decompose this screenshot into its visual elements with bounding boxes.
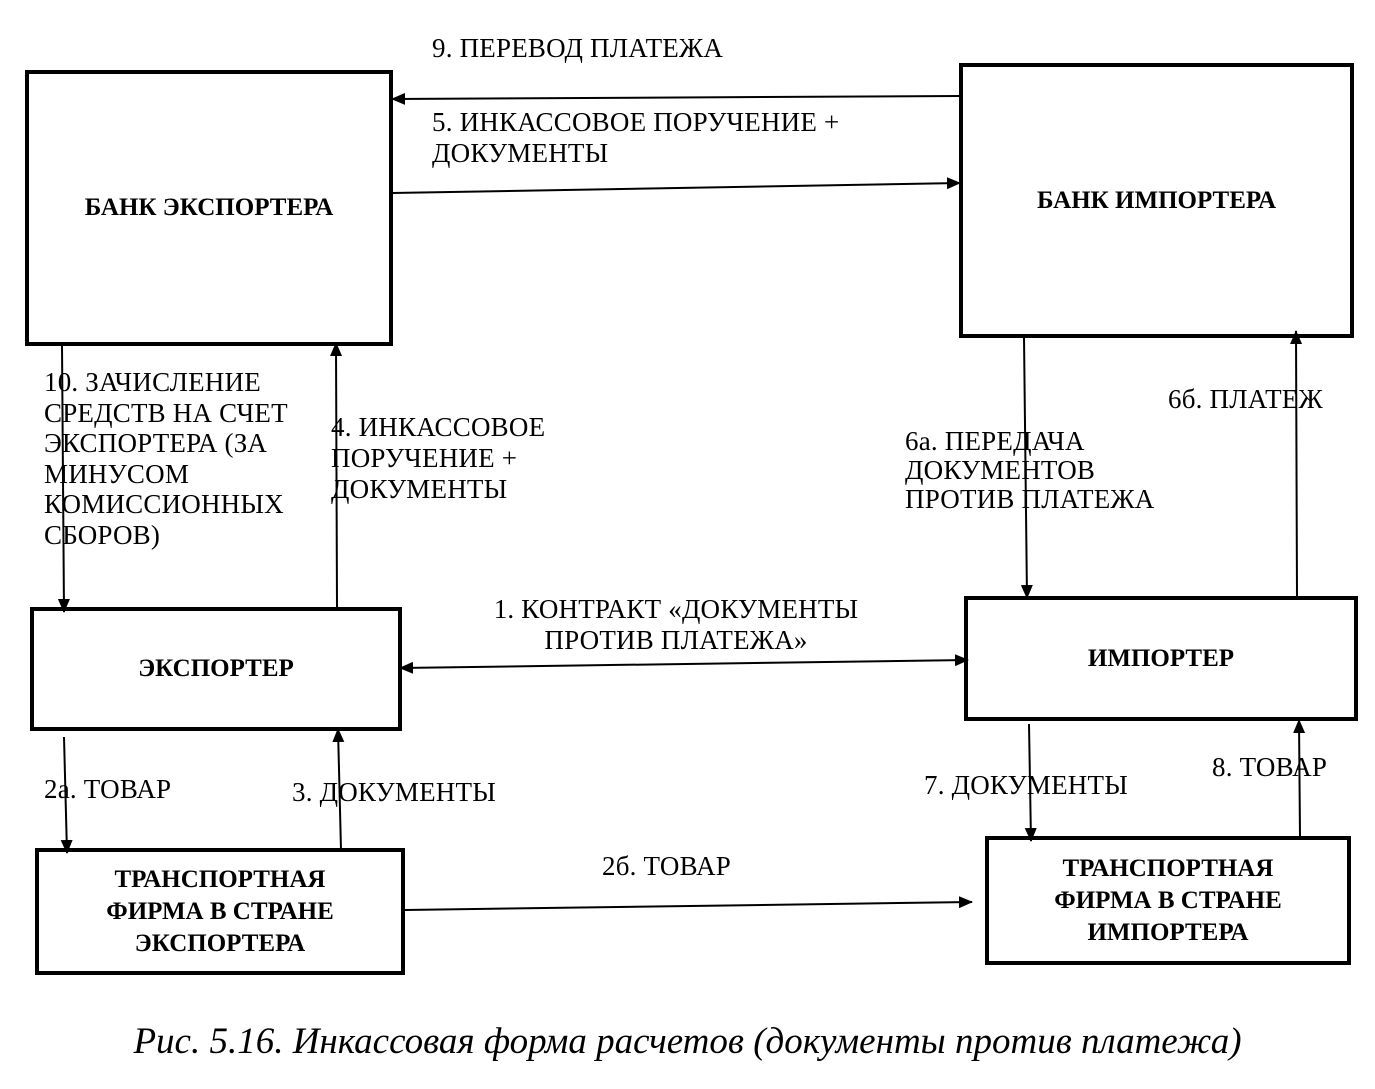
importer-box: ИМПОРТЕР <box>964 596 1358 721</box>
arrow-9-payment-transfer <box>391 92 961 105</box>
arrow-6b-payment <box>1290 330 1303 597</box>
importer-bank-box: БАНК ИМПОРТЕРА <box>959 63 1354 338</box>
arrow-6a-documents-transfer <box>1020 336 1033 599</box>
flow-5-label: 5. ИНКАССОВОЕ ПОРУЧЕНИЕ + ДОКУМЕНТЫ <box>432 107 840 168</box>
flow-8-label: 8. ТОВАР <box>1212 752 1328 782</box>
exporter-bank-label: БАНК ЭКСПОРТЕРА <box>84 194 334 221</box>
transport-importer-box: ТРАНСПОРТНАЯ ФИРМА В СТРАНЕ ИМПОРТЕРА <box>985 836 1351 965</box>
arrow-3-documents <box>332 728 345 851</box>
exporter-box: ЭКСПОРТЕР <box>30 607 402 731</box>
transport-exporter-label: ТРАНСПОРТНАЯ ФИРМА В СТРАНЕ ЭКСПОРТЕРА <box>106 865 334 957</box>
arrow-8-goods <box>1293 719 1306 837</box>
exporter-label: ЭКСПОРТЕР <box>138 655 294 682</box>
flow-10-label: 10. ЗАЧИСЛЕНИЕ СРЕДСТВ НА СЧЕТ ЭКСПОРТЕР… <box>44 367 288 550</box>
arrow-1-contract <box>399 654 969 674</box>
arrow-4-collection-order <box>330 342 343 608</box>
arrow-2b-goods <box>404 896 973 911</box>
importer-label: ИМПОРТЕР <box>1087 644 1235 672</box>
flow-3-label: 3. ДОКУМЕНТЫ <box>292 777 496 807</box>
exporter-bank-box: БАНК ЭКСПОРТЕРА <box>25 70 393 346</box>
flow-2b-label: 2б. ТОВАР <box>602 851 731 881</box>
transport-exporter-box: ТРАНСПОРТНАЯ ФИРМА В СТРАНЕ ЭКСПОРТЕРА <box>35 848 405 975</box>
importer-bank-label: БАНК ИМПОРТЕРА <box>1036 186 1277 214</box>
figure-caption: Рис. 5.16. Инкассовая форма расчетов (до… <box>133 1021 1242 1062</box>
flow-6a-label: 6а. ПЕРЕДАЧА ДОКУМЕНТОВ ПРОТИВ ПЛАТЕЖА <box>905 426 1155 514</box>
transport-importer-label: ТРАНСПОРТНАЯ ФИРМА В СТРАНЕ ИМПОРТЕРА <box>1054 854 1282 946</box>
flow-2a-label: 2а. ТОВАР <box>44 774 172 804</box>
flow-9-label: 9. ПЕРЕВОД ПЛАТЕЖА <box>432 33 724 63</box>
flow-4-label: 4. ИНКАССОВОЕ ПОРУЧЕНИЕ + ДОКУМЕНТЫ <box>331 412 546 504</box>
arrow-7-documents <box>1024 723 1037 842</box>
flow-1-label: 1. КОНТРАКТ «ДОКУМЕНТЫ ПРОТИВ ПЛАТЕЖА» <box>493 594 859 655</box>
flow-7-label: 7. ДОКУМЕНТЫ <box>924 770 1128 800</box>
arrow-10-crediting <box>57 344 70 613</box>
arrow-2a-goods <box>60 736 73 854</box>
arrow-5-collection-order <box>391 177 961 194</box>
flow-6b-label: 6б. ПЛАТЕЖ <box>1168 384 1323 414</box>
